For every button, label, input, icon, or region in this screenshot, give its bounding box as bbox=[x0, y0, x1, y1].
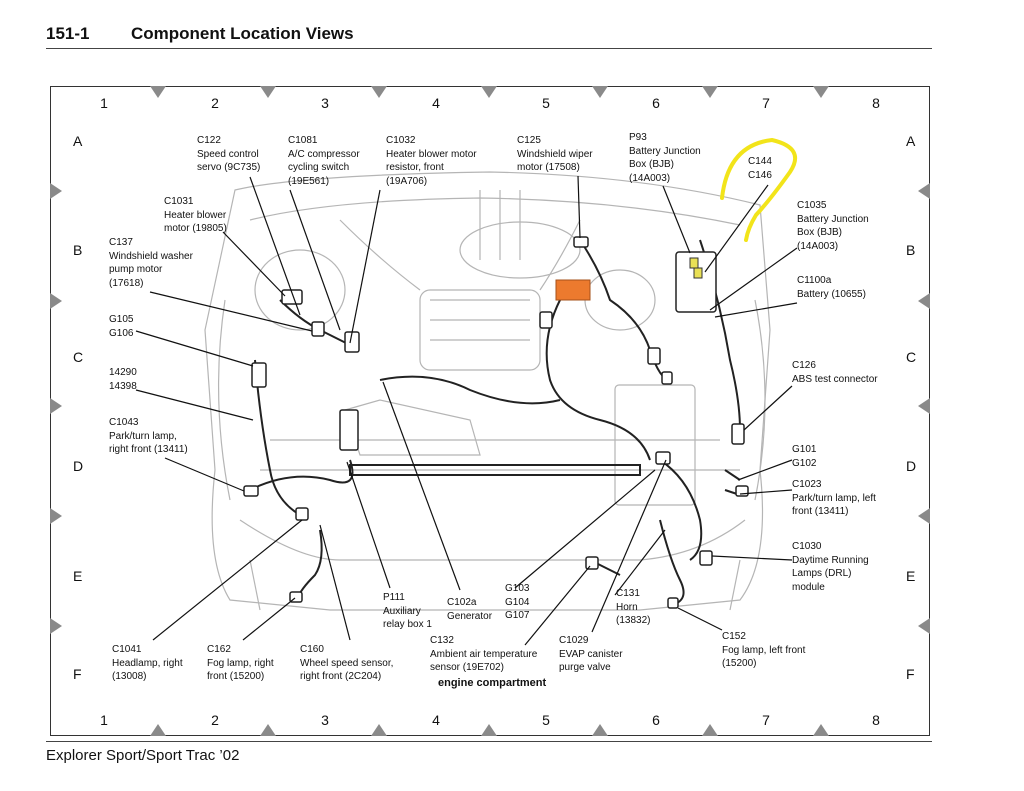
grid-col-8-bottom: 8 bbox=[872, 712, 880, 728]
grid-col-7-bottom: 7 bbox=[762, 712, 770, 728]
orange-component bbox=[555, 279, 591, 301]
grid-col-6-top: 6 bbox=[652, 95, 660, 111]
grid-col-4-bottom: 4 bbox=[432, 712, 440, 728]
grid-markers bbox=[50, 86, 930, 736]
grid-col-3-bottom: 3 bbox=[321, 712, 329, 728]
grid-col-6-bottom: 6 bbox=[652, 712, 660, 728]
engine-bay-sketch bbox=[204, 171, 771, 611]
grid-col-1-bottom: 1 bbox=[100, 712, 108, 728]
grid-row-f-left: F bbox=[73, 666, 82, 682]
grid-row-f-right: F bbox=[906, 666, 915, 682]
grid-row-b-right: B bbox=[906, 242, 916, 258]
grid-row-d-right: D bbox=[906, 458, 917, 474]
leader-lines bbox=[135, 175, 798, 646]
grid-row-b-left: B bbox=[73, 242, 83, 258]
grid-col-8-top: 8 bbox=[872, 95, 880, 111]
grid-row-c-left: C bbox=[73, 349, 84, 365]
grid-col-2-bottom: 2 bbox=[211, 712, 219, 728]
footer-rule bbox=[46, 741, 932, 742]
grid-row-c-right: C bbox=[906, 349, 917, 365]
connector-glyphs bbox=[243, 236, 749, 609]
grid-col-5-top: 5 bbox=[542, 95, 550, 111]
grid-col-5-bottom: 5 bbox=[542, 712, 550, 728]
grid-col-4-top: 4 bbox=[432, 95, 440, 111]
grid-row-a-left: A bbox=[73, 133, 83, 149]
grid-col-7-top: 7 bbox=[762, 95, 770, 111]
footer-vehicle: Explorer Sport/Sport Trac ’02 bbox=[46, 747, 240, 764]
wiring-harness bbox=[249, 239, 741, 606]
grid-col-2-top: 2 bbox=[211, 95, 219, 111]
grid-row-e-left: E bbox=[73, 568, 83, 584]
section-number: 151-1 bbox=[46, 24, 90, 43]
page-title: Component Location Views bbox=[131, 24, 354, 43]
grid-row-a-right: A bbox=[906, 133, 916, 149]
grid-row-d-left: D bbox=[73, 458, 84, 474]
grid-row-e-right: E bbox=[906, 568, 916, 584]
grid-col-3-top: 3 bbox=[321, 95, 329, 111]
bjb-highlighted-connectors bbox=[689, 257, 703, 279]
grid-col-1-top: 1 bbox=[100, 95, 108, 111]
highlight-mark bbox=[720, 137, 797, 242]
header-rule bbox=[46, 48, 932, 49]
view-caption: engine compartment bbox=[438, 677, 547, 689]
